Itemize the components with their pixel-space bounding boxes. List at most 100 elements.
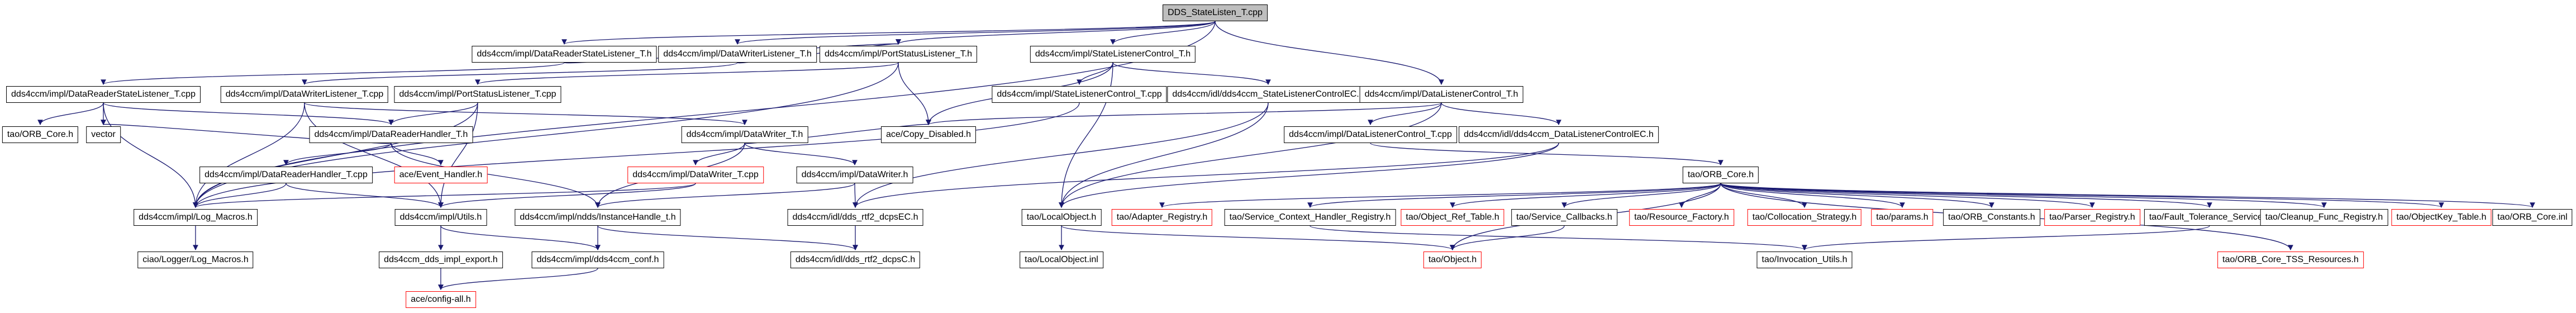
include-edge [1720,183,2095,208]
graph-node-drh_h[interactable]: dds4ccm/impl/DataReaderHandler_T.h [309,126,473,143]
graph-node-vector[interactable]: vector [86,126,121,143]
include-edge [285,183,444,208]
graph-node-obj_h[interactable]: tao/Object.h [1423,252,1482,268]
include-edge [1561,183,1721,208]
graph-node-localobj_inl[interactable]: tao/LocalObject.inl [1020,252,1103,268]
include-edge [1802,225,2210,250]
include-edge [1720,183,2212,208]
graph-node-dlc_h[interactable]: dds4ccm/impl/DataListenerControl_T.h [1359,86,1523,103]
graph-node-copydis[interactable]: ace/Copy_Disabled.h [880,126,977,143]
graph-node-export_h[interactable]: dds4ccm_dds_impl_export.h [379,252,503,268]
graph-node-invutils[interactable]: tao/Invocation_Utils.h [1756,252,1853,268]
include-edge [597,225,858,250]
include-edge [1720,183,2535,208]
graph-node-ort[interactable]: tao/Object_Ref_Table.h [1401,209,1504,226]
graph-node-dcpsc[interactable]: dds4ccm/idl/dds_rtf2_dcpsC.h [790,252,921,268]
graph-node-slc_h[interactable]: dds4ccm/impl/StateListenerControl_T.h [1030,46,1196,63]
include-edge [1370,143,1723,165]
graph-node-slc_cpp[interactable]: dds4ccm/impl/StateListenerControl_T.cpp [992,86,1167,103]
graph-node-colstr[interactable]: tao/Collocation_Strategy.h [1747,209,1862,226]
include-edge [595,183,855,208]
graph-node-dlc_cpp[interactable]: dds4ccm/impl/DataListenerControl_T.cpp [1284,126,1457,143]
include-edge [304,102,444,208]
graph-node-dcpsec[interactable]: dds4ccm/idl/dds_rtf2_dcpsEC.h [787,209,923,226]
graph-node-localobj_h[interactable]: tao/LocalObject.h [1021,209,1102,226]
include-edge [1059,102,1442,208]
graph-node-ciao_logm[interactable]: ciao/Logger/Log_Macros.h [137,252,254,268]
include-edge [898,62,931,125]
include-edge [744,143,858,165]
include-edge [193,183,696,208]
graph-node-schr[interactable]: tao/Service_Context_Handler_Registry.h [1224,209,1396,226]
graph-node-scb[interactable]: tao/Service_Callbacks.h [1511,209,1617,226]
graph-node-drh_cpp[interactable]: dds4ccm/impl/DataReaderHandler_T.cpp [199,167,373,183]
include-edge [1215,21,1444,85]
graph-node-configall[interactable]: ace/config-all.h [406,291,476,308]
graph-node-psl_cpp[interactable]: dds4ccm/impl/PortStatusListener_T.cpp [394,86,561,103]
graph-node-orbcore_r[interactable]: tao/ORB_Core.h [1682,167,1759,183]
graph-node-fts[interactable]: tao/Fault_Tolerance_Service.h [2144,209,2275,226]
include-edge [1450,183,1721,208]
graph-node-okt[interactable]: tao/ObjectKey_Table.h [2391,209,2492,226]
include-edge [1310,225,1807,250]
graph-node-drsl_cpp[interactable]: dds4ccm/impl/DataReaderStateListener_T.c… [6,86,201,103]
graph-node-psl_h[interactable]: dds4ccm/impl/PortStatusListener_T.h [819,46,978,63]
graph-node-params[interactable]: tao/params.h [1871,209,1934,226]
graph-node-ih[interactable]: dds4ccm/impl/ndds/InstanceHandle_t.h [515,209,681,226]
graph-node-logm[interactable]: dds4ccm/impl/Log_Macros.h [134,209,258,226]
include-edge [1059,143,1559,208]
include-edge [101,62,565,85]
include-edge [103,102,198,208]
include-edge [1061,225,1455,250]
include-edge [1112,62,1271,85]
graph-node-dw_h[interactable]: dds4ccm/impl/DataWriter.h [796,167,913,183]
include-edge [388,102,478,125]
graph-node-dw_t_h[interactable]: dds4ccm/impl/DataWriter_T.h [681,126,808,143]
include-edge [438,183,696,208]
graph-node-event_h[interactable]: ace/Event_Handler.h [394,167,488,183]
include-edge [193,102,478,208]
graph-node-orbcore_inl[interactable]: tao/ORB_Core.inl [2492,209,2573,226]
include-edge [438,268,598,290]
graph-node-dw_t_cpp[interactable]: dds4ccm/impl/DataWriter_T.cpp [627,167,764,183]
graph-node-root[interactable]: DDS_StateListen_T.cpp [1163,4,1268,21]
include-edge [853,143,1559,208]
graph-node-dlcec_h[interactable]: dds4ccm/idl/dds4ccm_DataListenerControlE… [1459,126,1659,143]
graph-node-drsl_h[interactable]: dds4ccm/impl/DataReaderStateListener_T.h [472,46,657,63]
include-edge [193,183,287,208]
graph-node-tss[interactable]: tao/ORB_Core_TSS_Resources.h [2217,252,2364,268]
include-edge [853,102,1269,208]
include-edge [304,102,747,125]
graph-node-resf[interactable]: tao/Resource_Factory.h [1629,209,1734,226]
include-edge [1110,21,1216,45]
include-edge [926,102,1442,125]
include-edge [103,102,394,125]
include-edge [438,102,478,208]
include-edge [1720,183,1994,208]
include-edge [1159,183,1721,208]
graph-node-utils[interactable]: dds4ccm/impl/Utils.h [394,209,487,226]
include-edge [561,21,1216,45]
graph-node-dwl_h[interactable]: dds4ccm/impl/DataWriterListener_T.h [658,46,817,63]
include-edge [735,21,1216,45]
include-edge [1368,102,1442,125]
graph-node-slcec_h[interactable]: dds4ccm/idl/dds4ccm_StateListenerControl… [1167,86,1369,103]
include-edge [693,143,745,165]
include-edge [1450,225,1565,250]
include-edge [896,21,1216,45]
graph-node-adreg[interactable]: tao/Adapter_Registry.h [1111,209,1213,226]
graph-node-orbcore_l[interactable]: tao/ORB_Core.h [2,126,79,143]
graph-node-cfr[interactable]: tao/Cleanup_Func_Registry.h [2260,209,2388,226]
include-edge [391,143,601,208]
include-edge [302,62,738,85]
include-edge [1307,183,1721,208]
include-edge [283,143,392,165]
include-edge [193,102,305,208]
graph-node-parsreg[interactable]: tao/Parser_Registry.h [2044,209,2140,226]
graph-node-dwl_cpp[interactable]: dds4ccm/impl/DataWriterListener_T.cpp [220,86,389,103]
graph-node-conf_h[interactable]: dds4ccm/impl/dds4ccm_conf.h [531,252,664,268]
include-edge [391,143,444,165]
include-edge [37,102,104,125]
graph-node-orbconst[interactable]: tao/ORB_Constants.h [1943,209,2040,226]
